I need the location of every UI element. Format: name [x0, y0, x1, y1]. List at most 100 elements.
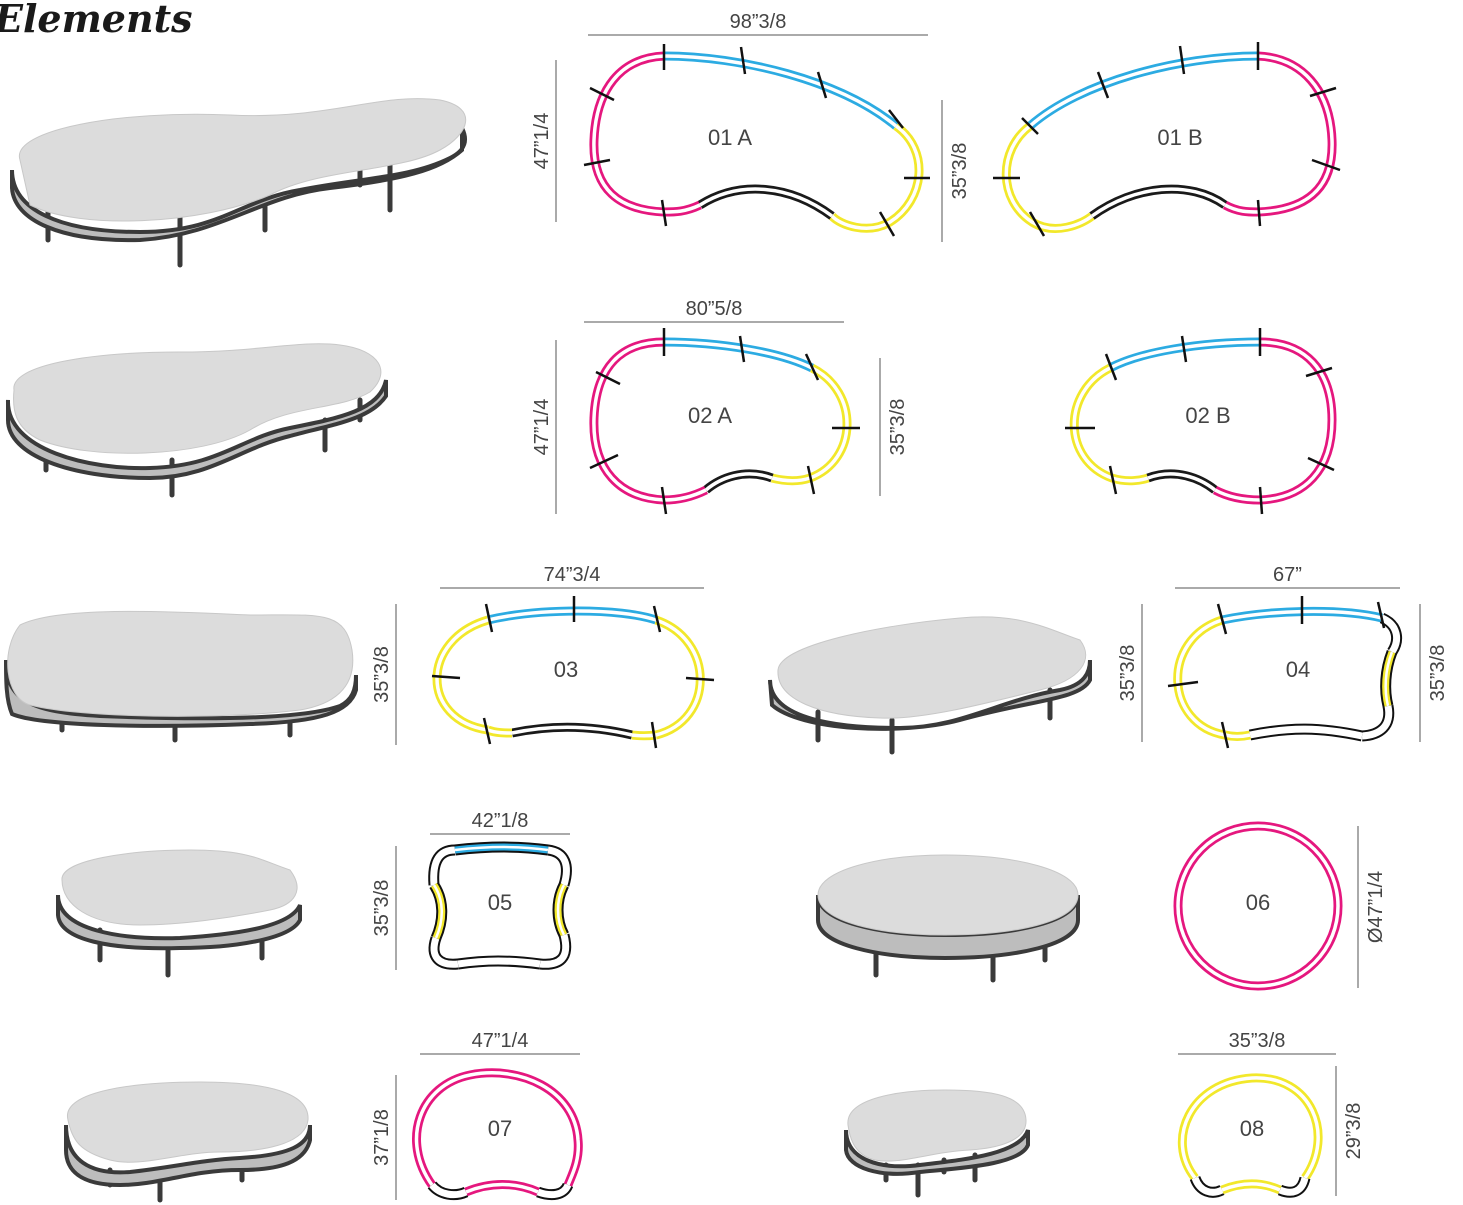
- segment-black: [430, 846, 456, 886]
- segment-gap: [1072, 366, 1149, 483]
- segment-magenta: [589, 51, 665, 217]
- plan-02b: 02 B: [1065, 328, 1337, 515]
- segment-gap: [1176, 824, 1340, 988]
- cushion-top: [847, 1089, 1027, 1162]
- joint-tick: [1305, 366, 1333, 378]
- depth-dimension: 47”1/4: [531, 113, 553, 170]
- element-label: 08: [1240, 1116, 1264, 1141]
- segment-magenta: [1257, 51, 1337, 217]
- joint-tick: [431, 674, 461, 680]
- joint-tick: [1180, 335, 1188, 363]
- joint-tick: [1309, 86, 1337, 98]
- element-label: 02 A: [688, 403, 732, 428]
- joint-tick: [685, 676, 715, 682]
- segment-gap: [1214, 488, 1261, 502]
- joint-tick: [1311, 158, 1341, 172]
- element-label: 06: [1246, 890, 1270, 915]
- joint-tick: [660, 486, 668, 515]
- cushion-side: [768, 659, 1092, 731]
- joint-tick: [1220, 721, 1230, 749]
- cushion-top: [67, 1081, 309, 1163]
- cushion-top: [7, 610, 354, 717]
- joint-tick: [1178, 45, 1186, 75]
- depth-dimension: 35”3/8: [1117, 645, 1139, 702]
- segment-blue: [663, 51, 899, 130]
- width-dimension: 98”3/8: [730, 11, 787, 33]
- segment-black: [1380, 614, 1401, 654]
- cushion-top: [13, 343, 382, 454]
- plan-06: Ø47”1/406: [1173, 821, 1387, 991]
- segment-gap: [465, 1182, 539, 1194]
- element-label: 05: [488, 890, 512, 915]
- width-dimension: 80”5/8: [686, 298, 743, 320]
- element-label: 04: [1286, 657, 1310, 682]
- joint-tick: [1167, 680, 1199, 688]
- depth-dimension: 35”3/8: [1427, 645, 1449, 702]
- segment-gap: [487, 609, 657, 622]
- segment-gap: [1224, 203, 1259, 214]
- render-08: [844, 1089, 1030, 1198]
- cushion-top: [817, 854, 1079, 936]
- width-dimension: 35”3/8: [1229, 1030, 1286, 1052]
- width-dimension: 42”1/8: [472, 810, 529, 832]
- joint-tick: [888, 109, 904, 129]
- cushion-side: [5, 379, 388, 481]
- segment-gap: [487, 728, 513, 735]
- element-label: 07: [488, 1116, 512, 1141]
- element-label: 01 A: [708, 125, 752, 150]
- segment-gap: [1257, 54, 1334, 214]
- joint-tick: [1376, 601, 1386, 629]
- render-05: [56, 849, 302, 978]
- joint-tick: [739, 46, 747, 75]
- joint-tick: [1258, 486, 1264, 515]
- segment-gap: [663, 54, 898, 128]
- plan-04: 67” 35”3/8 35”3/8 04: [1117, 564, 1449, 749]
- depth-dimension: 35”3/8: [371, 880, 393, 937]
- cushion-top: [777, 616, 1087, 719]
- segment-yellow: [432, 615, 490, 735]
- segment-gap: [1147, 472, 1217, 492]
- page-title: Elements: [0, 0, 193, 41]
- joint-tick: [1108, 465, 1118, 495]
- segment-gap: [830, 124, 921, 230]
- segment-gap: [592, 54, 665, 214]
- joint-tick: [660, 199, 668, 227]
- cushion-side: [10, 127, 468, 243]
- segment-gap: [1090, 187, 1227, 218]
- segment-gap: [1384, 651, 1394, 707]
- joint-tick: [878, 211, 896, 237]
- segment-gap: [592, 340, 665, 502]
- segment-gap: [663, 203, 701, 214]
- render-01: [10, 98, 468, 268]
- joint-tick: [484, 603, 494, 633]
- cushion-side: [844, 1129, 1030, 1176]
- plan-07: 47”1/4 37”1/8 07: [371, 1030, 583, 1201]
- render-06: [816, 854, 1080, 983]
- cushion-side: [56, 894, 302, 951]
- element-label: 01 B: [1157, 125, 1202, 150]
- segment-black: [547, 846, 570, 887]
- cushion-top: [19, 98, 467, 222]
- joint-tick: [1216, 603, 1228, 635]
- depth-dimension: 35”3/8: [949, 143, 971, 200]
- depth-dimension: 37”1/8: [371, 1109, 393, 1166]
- segment-black: [1249, 725, 1363, 740]
- depth-dimension: 35”3/8: [371, 646, 393, 703]
- segment-gap: [1259, 340, 1334, 502]
- joint-tick: [1104, 353, 1118, 381]
- segment-black: [430, 936, 459, 968]
- plan-01a: 98”3/8 47”1/4 35”3/8 01 A: [531, 11, 971, 242]
- plan-05: 42”1/8 35”3/8 05: [371, 810, 572, 970]
- segment-gap: [771, 366, 849, 483]
- segment-magenta: [589, 337, 665, 505]
- joint-tick: [1021, 117, 1039, 135]
- segment-yellow: [1069, 363, 1150, 486]
- segment-black: [1191, 1176, 1224, 1196]
- width-dimension: 67”: [1273, 564, 1302, 586]
- width-dimension: 47”1/4: [472, 1030, 529, 1052]
- segment-black: [536, 1183, 572, 1199]
- segment-gap: [699, 187, 834, 218]
